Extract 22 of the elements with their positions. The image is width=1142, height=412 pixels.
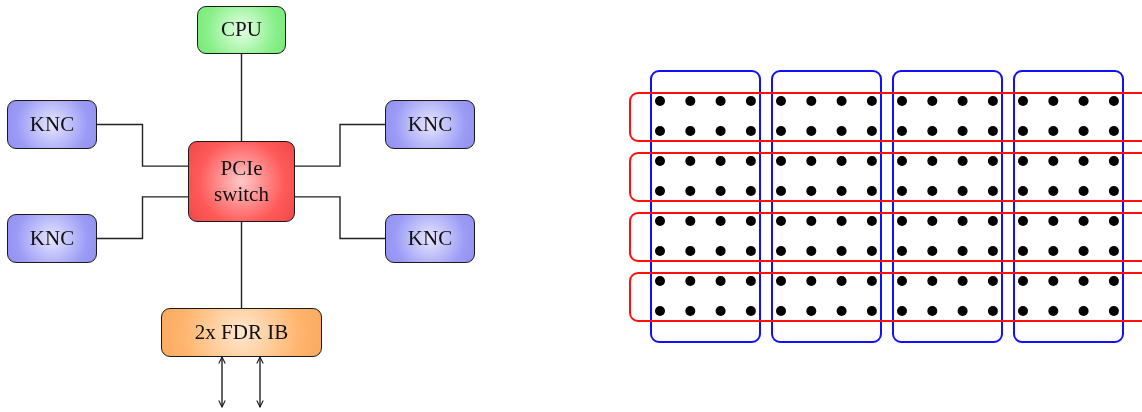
connector-line	[96, 123, 189, 167]
coprocessor-box	[385, 214, 475, 263]
switch-box	[188, 141, 295, 222]
node-label: KNC	[28, 225, 76, 252]
node-label: KNC	[406, 111, 454, 138]
connector-line	[96, 196, 189, 240]
connector-line	[240, 221, 243, 309]
network-adapter-box	[161, 308, 322, 357]
double-arrow	[256, 356, 264, 408]
connector-line	[294, 196, 386, 240]
coprocessor-box	[7, 214, 97, 263]
coprocessor-box	[385, 100, 475, 149]
connector-line	[240, 53, 243, 142]
node-label: 2x FDR IB	[193, 319, 290, 346]
node-label: PCIe switch	[213, 156, 270, 207]
coprocessor-box	[7, 100, 97, 149]
node-label: KNC	[28, 111, 76, 138]
processor-box	[197, 6, 286, 54]
double-arrow	[218, 356, 226, 408]
node-label: CPU	[220, 17, 263, 43]
node-label: KNC	[406, 225, 454, 252]
connector-line	[294, 123, 386, 167]
